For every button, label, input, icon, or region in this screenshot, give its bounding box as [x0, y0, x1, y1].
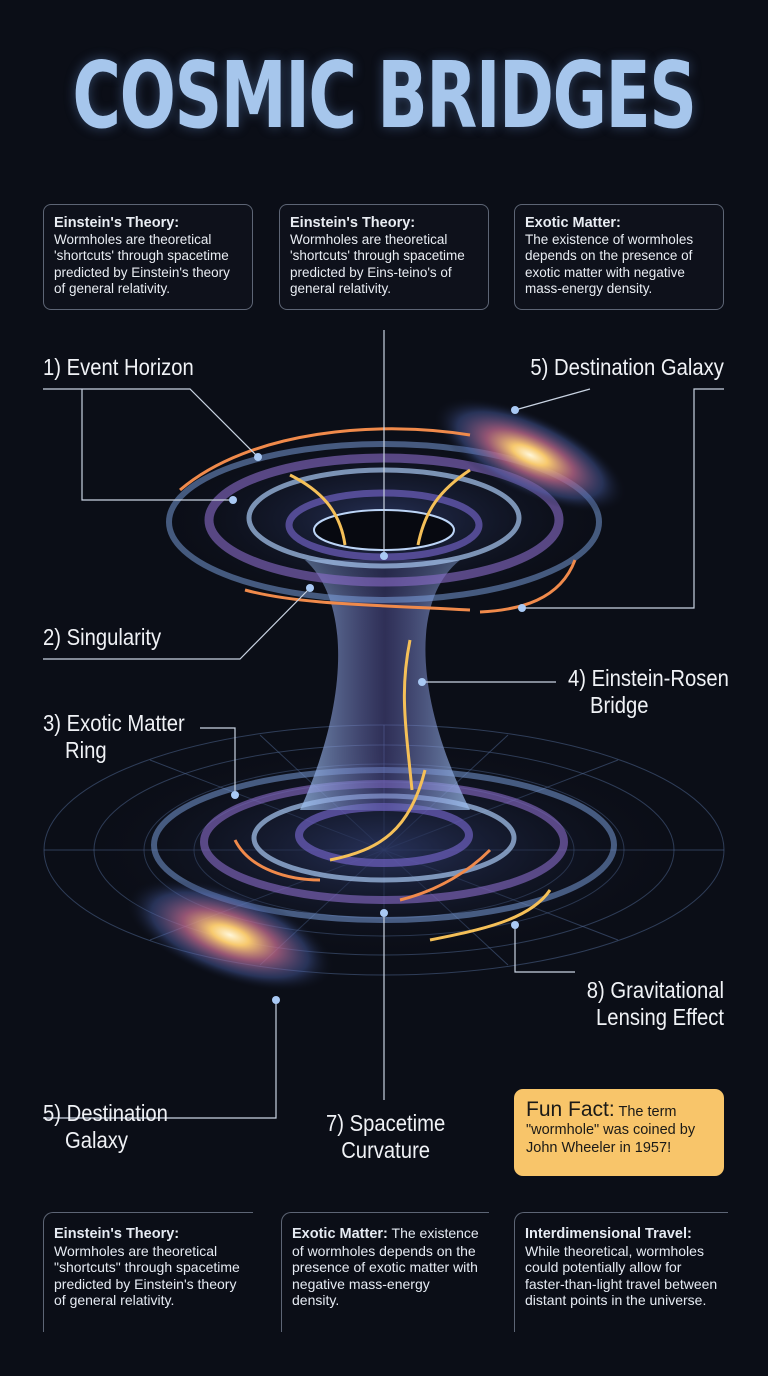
destination-galaxy-bottom — [125, 878, 335, 992]
label-line: Curvature — [341, 1137, 431, 1163]
info-text: The existence of wormholes depends on th… — [292, 1225, 479, 1308]
label-singularity: 2) Singularity — [43, 624, 162, 650]
label-line: Lensing Effect — [596, 1004, 724, 1030]
label-einstein-rosen-bridge: 4) Einstein-Rosen Bridge — [568, 665, 729, 719]
info-heading: Interdimensional Travel: — [525, 1226, 692, 1242]
info-text: Wormholes are theoretical "shortcuts" th… — [54, 1242, 240, 1309]
info-heading: Einstein's Theory: — [54, 215, 180, 231]
label-line: Galaxy — [65, 1127, 129, 1153]
info-box-bottom-interdimensional-travel: Interdimensional Travel: While theoretic… — [514, 1212, 728, 1332]
info-text: Wormholes are theoretical 'shortcuts' th… — [290, 231, 465, 297]
label-exotic-matter-ring: 3) Exotic Matter Ring — [43, 710, 185, 764]
info-box-exotic-matter: Exotic Matter: The existence of wormhole… — [514, 204, 724, 310]
flow-arrows — [179, 427, 577, 942]
info-text: While theoretical, wormholes could poten… — [525, 1242, 718, 1309]
label-line: 4) Einstein-Rosen — [568, 665, 729, 691]
info-box-einstein-theory-2: Einstein's Theory: Wormholes are theoret… — [279, 204, 489, 310]
label-line: 7) Spacetime — [326, 1110, 446, 1136]
info-box-bottom-exotic-matter: Exotic Matter: The existence of wormhole… — [281, 1212, 489, 1332]
label-gravitational-lensing: 8) Gravitational Lensing Effect — [587, 977, 724, 1031]
label-line: 8) Gravitational — [586, 977, 724, 1003]
fun-fact-heading: Fun Fact: — [526, 1098, 615, 1121]
destination-galaxy-top — [433, 397, 627, 513]
label-line: 3) Exotic Matter — [43, 710, 185, 736]
label-destination-galaxy-bottom: 5) Destination Galaxy — [43, 1100, 168, 1154]
info-heading: Exotic Matter: — [525, 215, 621, 231]
label-line: Ring — [65, 737, 107, 763]
label-destination-galaxy-top: 5) Destination Galaxy — [530, 354, 724, 380]
info-text: Wormholes are theoretical 'shortcuts' th… — [54, 231, 230, 297]
leader-lines — [43, 330, 724, 1119]
info-box-bottom-einstein-theory: Einstein's Theory: Wormholes are theoret… — [43, 1212, 253, 1332]
info-heading: Exotic Matter: — [292, 1226, 388, 1242]
marker-dots — [229, 406, 526, 1004]
fun-fact-box: Fun Fact: The term "wormhole" was coined… — [514, 1089, 724, 1176]
label-spacetime-curvature: 7) Spacetime Curvature — [326, 1110, 445, 1164]
einstein-rosen-bridge-tube — [300, 560, 470, 810]
label-line: Bridge — [590, 692, 649, 718]
label-line: 5) Destination — [43, 1100, 168, 1126]
info-heading: Einstein's Theory: — [290, 215, 416, 231]
info-text: The existence of wormholes depends on th… — [525, 231, 694, 297]
label-event-horizon: 1) Event Horizon — [43, 354, 194, 380]
info-heading: Einstein's Theory: — [54, 1226, 180, 1242]
page-title: COSMIC BRIDGES — [72, 42, 697, 149]
fun-fact-text: The term "wormhole" was coined by John W… — [526, 1104, 696, 1156]
info-box-einstein-theory-1: Einstein's Theory: Wormholes are theoret… — [43, 204, 253, 310]
